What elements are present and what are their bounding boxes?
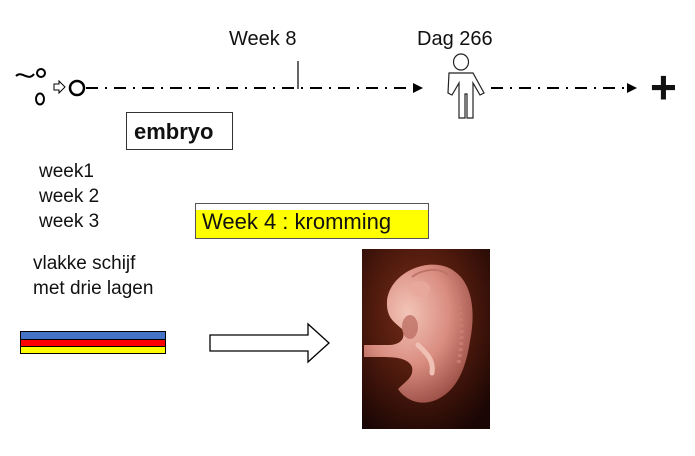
week4-label: Week 4 : kromming bbox=[202, 209, 392, 234]
disc-line: vlakke schijf bbox=[33, 253, 136, 274]
timeline-arrowhead-2 bbox=[627, 83, 637, 93]
embryo-label-box: embryo bbox=[126, 112, 233, 150]
zygote-icon bbox=[68, 79, 86, 97]
week8-label: Week 8 bbox=[229, 28, 297, 50]
transition-arrow bbox=[209, 322, 330, 364]
week-item: week1 bbox=[39, 161, 94, 182]
germ-layers bbox=[20, 331, 166, 354]
layer-blue bbox=[21, 332, 165, 340]
embryo-photo bbox=[362, 249, 490, 429]
end-symbol: + bbox=[650, 61, 677, 113]
embryo-illustration bbox=[362, 249, 490, 429]
timeline-arrowhead-1 bbox=[413, 83, 423, 93]
disc-description: vlakke schijf met drie lagen bbox=[33, 251, 153, 301]
week-item: week 2 bbox=[39, 186, 100, 207]
week-item: week 3 bbox=[39, 211, 100, 232]
week4-highlight-box: Week 4 : kromming bbox=[195, 203, 429, 239]
day266-label: Dag 266 bbox=[417, 28, 493, 50]
small-arrow-icon bbox=[53, 79, 66, 95]
layer-red bbox=[21, 340, 165, 347]
embryo-label: embryo bbox=[134, 119, 214, 144]
disc-line: met drie lagen bbox=[33, 278, 154, 299]
layer-yellow bbox=[21, 347, 165, 353]
weeks-list: week1 week 2 week 3 bbox=[39, 159, 99, 234]
human-figure-icon bbox=[447, 53, 485, 119]
sperm-egg-icon bbox=[15, 68, 46, 106]
timeline-diagram bbox=[15, 53, 637, 119]
